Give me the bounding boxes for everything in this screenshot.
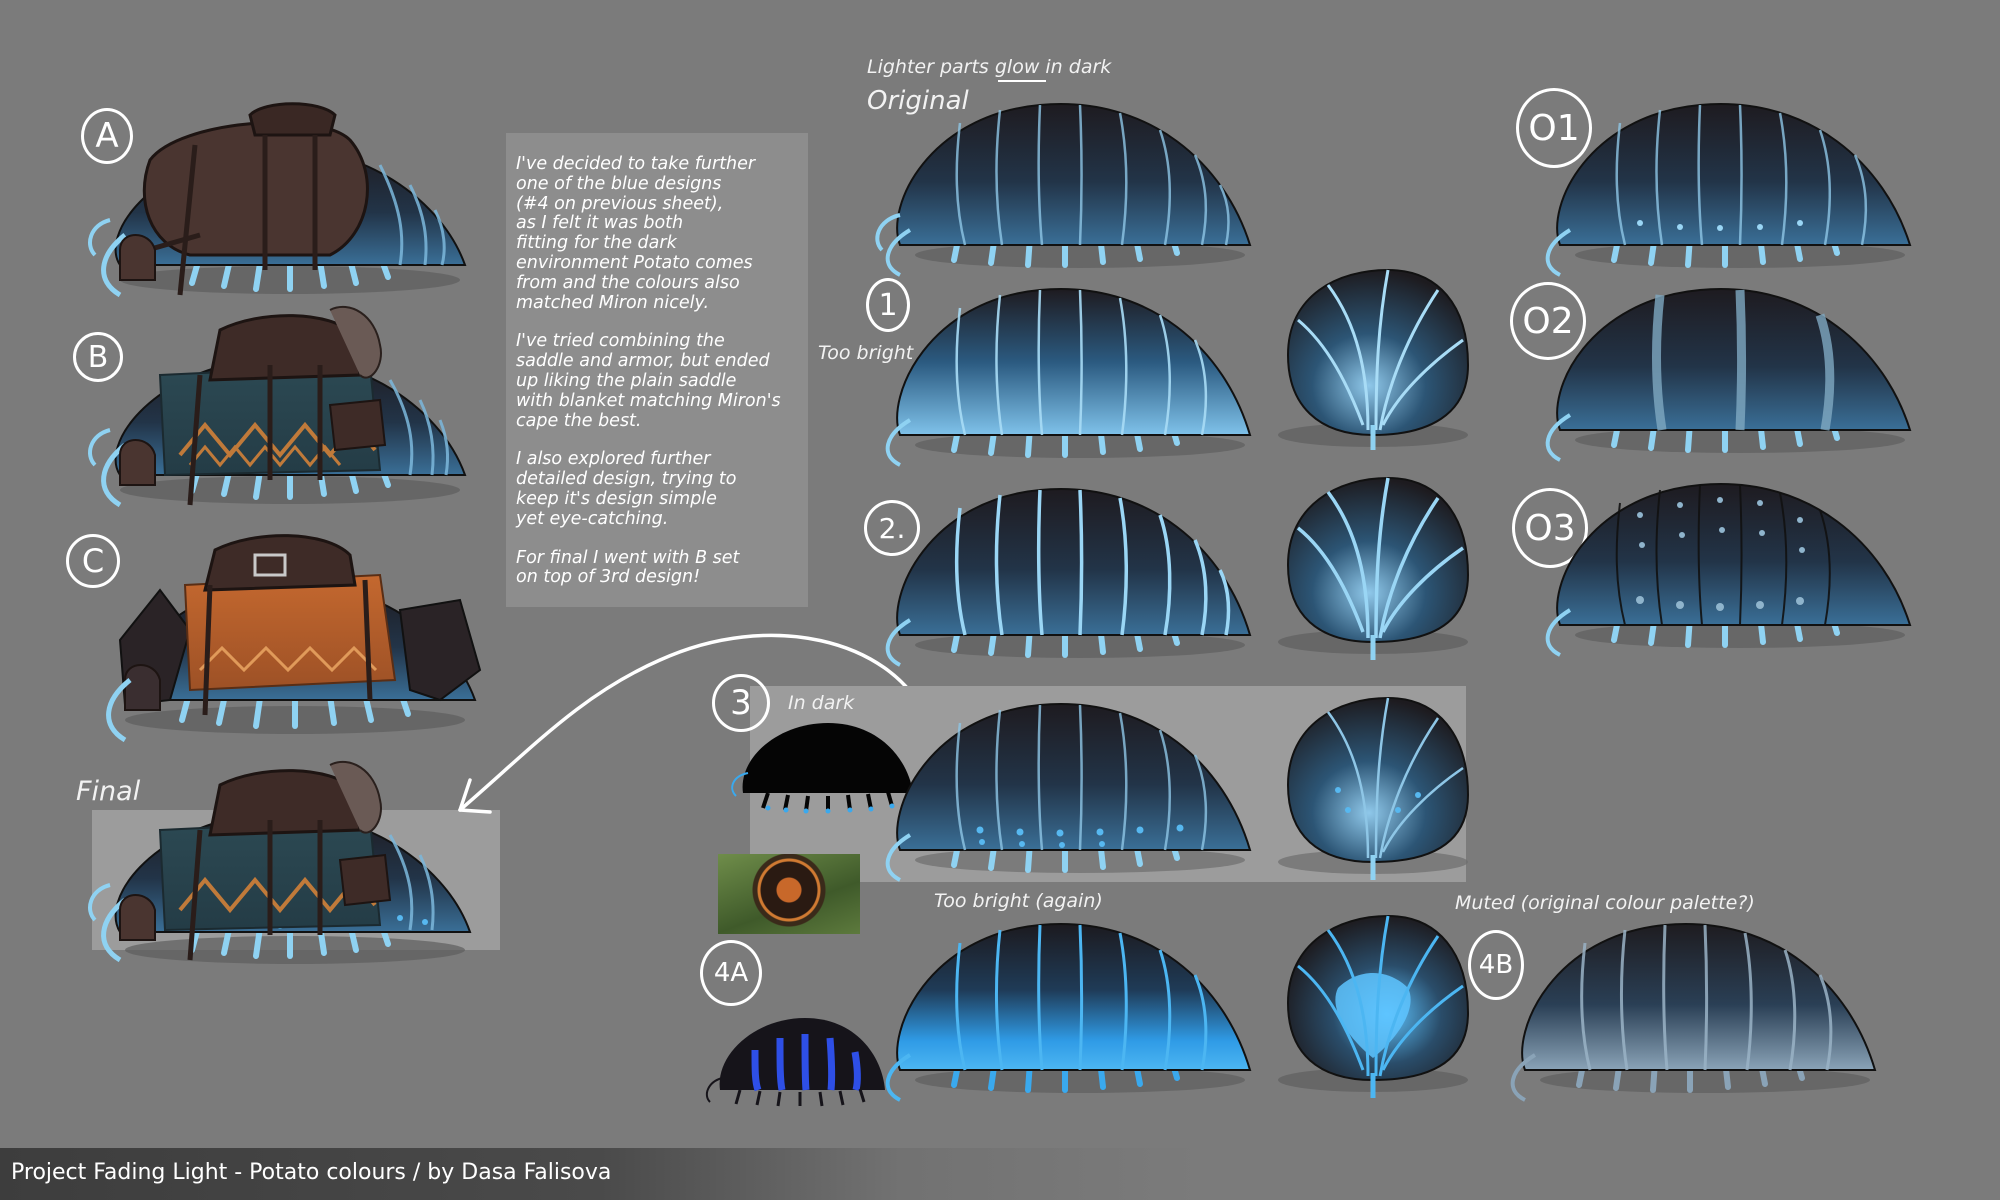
isopod-ball-4a <box>1278 914 1470 1098</box>
isopod-variant-3 <box>885 703 1252 882</box>
isopod-ball-3 <box>1278 696 1470 880</box>
in-dark-label: In dark <box>788 692 855 714</box>
badge-o2: O2 <box>1510 282 1586 360</box>
glow-underline <box>998 80 1046 82</box>
notes-paragraph-3: I also explored further detailed design,… <box>516 449 737 529</box>
badge-4b: 4B <box>1468 930 1524 1000</box>
isopod-o1 <box>1545 103 1912 277</box>
muted-label: Muted (original colour palette?) <box>1455 892 1755 914</box>
badge-2: 2. <box>864 500 920 556</box>
footer-credit: Project Fading Light - Potato colours / … <box>11 1160 612 1185</box>
notes-paragraph-1: I've decided to take further one of the … <box>516 154 756 313</box>
isopod-armor-c <box>106 534 482 743</box>
arrow-to-final <box>458 633 927 814</box>
badge-c: C <box>66 534 120 588</box>
badge-a: A <box>81 108 133 164</box>
too-bright-label: Too bright <box>818 342 914 364</box>
glow-note: Lighter parts glow in dark <box>867 56 1112 78</box>
badge-4a: 4A <box>700 940 762 1006</box>
notes-panel: I've decided to take further one of the … <box>506 133 808 607</box>
notes-paragraph-2: I've tried combining the saddle and armo… <box>516 331 781 431</box>
isopod-variant-1 <box>885 288 1252 467</box>
isopod-saddle-b <box>88 305 467 508</box>
original-label: Original <box>867 86 969 116</box>
isopod-original <box>875 103 1252 277</box>
reference-photo <box>718 854 860 934</box>
isopod-blue-stripes <box>705 1018 885 1107</box>
isopod-final <box>88 760 472 964</box>
isopod-in-dark <box>731 723 913 814</box>
footer-bar: Project Fading Light - Potato colours / … <box>0 1148 2000 1200</box>
isopod-saddle-a <box>88 102 467 298</box>
isopod-variant-4b <box>1510 923 1877 1102</box>
isopod-o2 <box>1545 288 1912 462</box>
final-label: Final <box>76 776 141 807</box>
too-bright-again-label: Too bright (again) <box>934 890 1103 912</box>
badge-o3: O3 <box>1512 488 1588 568</box>
isopod-o3 <box>1545 483 1912 657</box>
badge-o1: O1 <box>1516 88 1592 168</box>
isopod-ball-1 <box>1278 268 1470 450</box>
isopod-ball-2 <box>1278 476 1470 660</box>
badge-b: B <box>73 332 123 382</box>
isopod-variant-4a <box>885 923 1252 1102</box>
notes-paragraph-4: For final I went with B set on top of 3r… <box>516 547 740 588</box>
badge-3: 3 <box>712 674 770 732</box>
isopod-variant-2 <box>885 488 1252 667</box>
badge-1: 1 <box>866 278 910 332</box>
